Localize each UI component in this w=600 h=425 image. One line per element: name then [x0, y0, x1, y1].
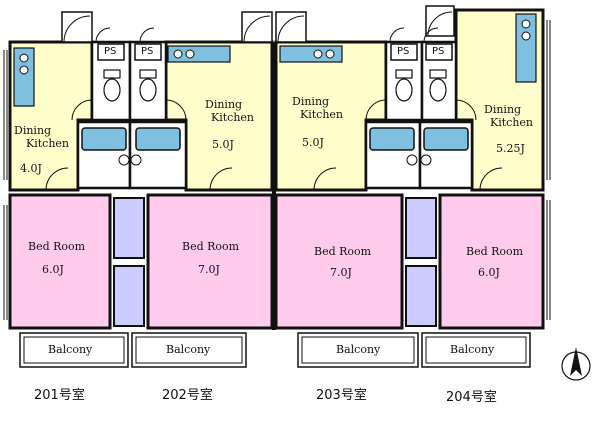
unit-label-202: 202号室	[162, 388, 213, 403]
bed-label-204: Bed Room	[466, 245, 524, 258]
dk-size-203: 5.0J	[302, 136, 324, 149]
bed-room-203	[274, 193, 404, 330]
ps-label-202: PS	[141, 46, 154, 57]
bed-size-201: 6.0J	[42, 263, 64, 276]
balcony-204	[421, 332, 531, 368]
bed-size-202: 7.0J	[198, 263, 220, 276]
sink-icons	[118, 154, 432, 166]
bathtub-icons	[81, 127, 469, 151]
balcony-label-204: Balcony	[450, 343, 495, 356]
unit-label-203: 203号室	[316, 388, 367, 403]
balcony-202	[131, 332, 247, 368]
bed-room-204	[438, 193, 545, 330]
bed-label-202: Bed Room	[182, 240, 240, 253]
balcony-201	[19, 332, 129, 368]
door-swings	[45, 11, 503, 191]
unit-label-204: 204号室	[446, 390, 497, 405]
unit-label-201: 201号室	[34, 388, 85, 403]
balcony-label-202: Balcony	[166, 343, 211, 356]
balcony-label-201: Balcony	[48, 343, 93, 356]
pipe-spaces	[97, 43, 453, 61]
bed-room-202	[146, 193, 274, 330]
bed-size-203: 7.0J	[330, 266, 352, 279]
closets	[113, 197, 437, 327]
dk-size-202: 5.0J	[212, 138, 234, 151]
ps-label-204: PS	[432, 46, 445, 57]
north-arrow-icon	[561, 347, 591, 381]
dk-size-201: 4.0J	[20, 162, 42, 175]
kitchen-counter-icons	[13, 13, 537, 107]
closet-201	[113, 197, 145, 259]
closet-204	[405, 265, 437, 327]
ps-label-203: PS	[397, 46, 410, 57]
bed-size-204: 6.0J	[478, 266, 500, 279]
entrances	[61, 5, 455, 43]
balcony-label-203: Balcony	[336, 343, 381, 356]
bed-label-203: Bed Room	[314, 245, 372, 258]
balcony-203	[297, 332, 419, 368]
bed-rooms	[8, 193, 545, 330]
closet-203	[405, 197, 437, 259]
toilet-icons	[103, 69, 447, 102]
bed-label-201: Bed Room	[28, 240, 86, 253]
balconies	[19, 332, 531, 368]
bed-room-201	[8, 193, 112, 330]
dk-size-204: 5.25J	[496, 142, 525, 155]
closet-202	[113, 265, 145, 327]
stove-icons	[19, 19, 531, 75]
windows	[3, 20, 551, 320]
ps-label-201: PS	[104, 46, 117, 57]
